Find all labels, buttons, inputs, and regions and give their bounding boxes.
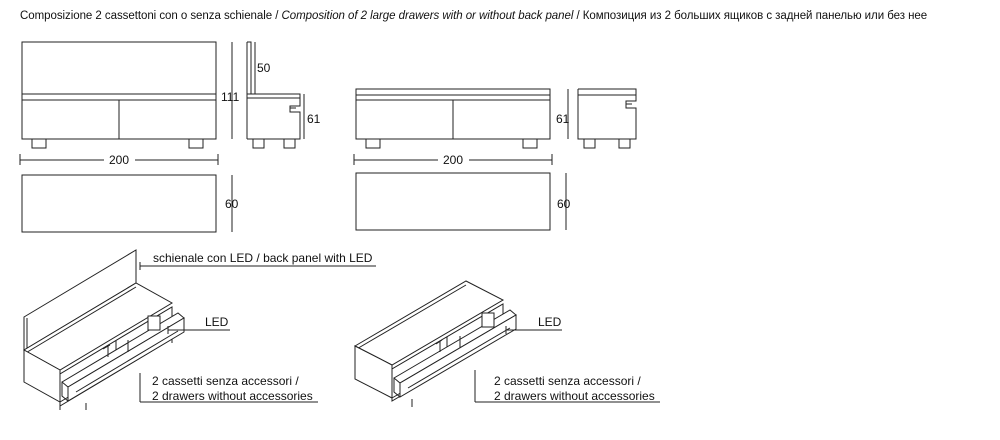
leader-drawers-left (139, 373, 318, 403)
title-italian: Composizione 2 cassettoni con o senza sc… (20, 10, 282, 22)
isometric-without-back (353, 280, 517, 407)
leader-led-left (167, 326, 230, 334)
depth-label-left: 60 (225, 197, 239, 211)
drawers-label-left-line1: 2 cassetti senza accessori / (152, 374, 299, 388)
led-label-right: LED (538, 315, 562, 329)
side-view-with-back: 111 50 61 (221, 41, 321, 149)
drawers-label-right-line1: 2 cassetti senza accessori / (494, 374, 641, 388)
width-label-right: 200 (443, 153, 463, 167)
height-label-right: 61 (556, 112, 570, 126)
width-dimension-left: 200 (19, 153, 219, 167)
title-english: Composition of 2 large drawers with or w… (281, 10, 574, 22)
width-label-left: 200 (109, 153, 129, 167)
side-view-without-back (577, 88, 637, 149)
front-view-without-back (355, 88, 551, 149)
top-view-without-back: 60 (355, 172, 571, 231)
title-russian: / Композиция из 2 больших ящиков с задне… (573, 10, 928, 22)
front-view-with-back (21, 41, 217, 149)
total-height-label: 111 (221, 90, 240, 104)
led-label-left: LED (205, 315, 229, 329)
back-panel-label: schienale con LED / back panel with LED (153, 251, 373, 265)
drawers-label-right-line2: 2 drawers without accessories (494, 389, 655, 403)
leader-led-right (505, 326, 562, 334)
leader-back-panel (139, 262, 376, 270)
isometric-with-back (22, 249, 185, 410)
leader-drawers-right (474, 370, 660, 403)
top-view-with-back: 60 (21, 174, 239, 233)
drawers-label-left-line2: 2 drawers without accessories (152, 389, 313, 403)
depth-label-right: 60 (557, 197, 571, 211)
diagram-title: Composizione 2 cassettoni con o senza sc… (20, 10, 927, 22)
seat-height-label: 61 (307, 112, 321, 126)
back-height-label: 50 (257, 61, 271, 75)
width-dimension-right: 200 (353, 153, 553, 167)
